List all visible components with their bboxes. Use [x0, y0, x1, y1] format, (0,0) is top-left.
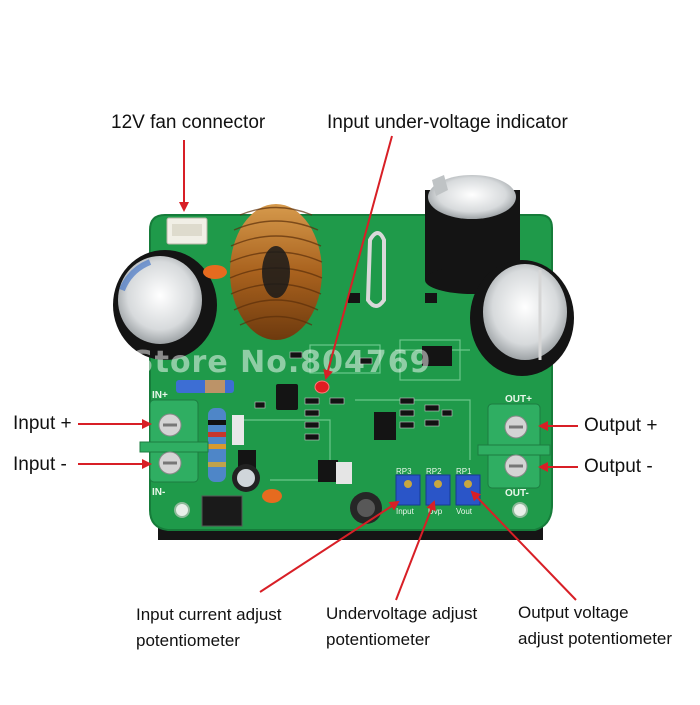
callout-uv-indicator: Input under-voltage indicator	[327, 112, 568, 133]
power-resistor	[208, 408, 226, 482]
callout-input-current-line2: potentiometer	[136, 631, 240, 650]
callout-output-voltage-line2: adjust potentiometer	[518, 629, 673, 648]
callout-arrows	[78, 135, 578, 601]
board-label-in-plus: IN+	[152, 390, 168, 401]
callout-output-voltage-line1: Output voltage	[518, 603, 629, 622]
red-led	[314, 380, 330, 394]
pot-label-uvp: Uvp	[428, 507, 443, 516]
callout-input-minus: Input -	[13, 454, 67, 475]
callout-fan-connector: 12V fan connector	[111, 112, 266, 133]
callout-undervoltage-line2: potentiometer	[326, 630, 430, 649]
capacitor-top-right	[425, 175, 520, 294]
mounting-holes	[174, 502, 528, 518]
capacitor-mid-right	[470, 260, 574, 376]
arrow-output-voltage	[470, 490, 577, 601]
pot-label-vout: Vout	[456, 507, 473, 516]
arrow-undervoltage	[395, 500, 436, 601]
board-label-out-minus: OUT-	[505, 488, 529, 499]
watermark: Store No.804769	[132, 345, 432, 380]
callout-input-current-line1: Input current adjust	[136, 605, 282, 624]
pot-ref-rp3: RP3	[396, 467, 412, 476]
callout-undervoltage-line1: Undervoltage adjust	[326, 604, 478, 623]
callout-input-current-pot: Input current adjust potentiometer	[136, 602, 282, 654]
board-label-in-minus: IN-	[152, 487, 165, 498]
arrow-input-current	[259, 500, 400, 593]
pot-label-input: Input	[396, 507, 415, 516]
callout-input-plus: Input +	[13, 413, 72, 434]
smd-resistors	[254, 351, 453, 441]
potentiometers	[395, 474, 481, 506]
callout-output-minus: Output -	[584, 456, 653, 477]
callout-output-voltage-pot: Output voltage adjust potentiometer	[518, 600, 672, 652]
ic-components	[201, 293, 452, 527]
callout-output-plus: Output +	[584, 415, 658, 436]
toroid-inductor	[229, 204, 323, 340]
output-terminal-block	[477, 403, 551, 489]
pot-ref-rp1: RP1	[456, 467, 472, 476]
input-terminal-block	[139, 399, 209, 483]
pot-ref-rp2: RP2	[426, 467, 442, 476]
board-label-out-plus: OUT+	[505, 394, 532, 405]
callout-undervoltage-pot: Undervoltage adjust potentiometer	[326, 601, 477, 653]
arrow-uv-indicator	[323, 135, 393, 380]
capacitor-left	[113, 250, 217, 360]
